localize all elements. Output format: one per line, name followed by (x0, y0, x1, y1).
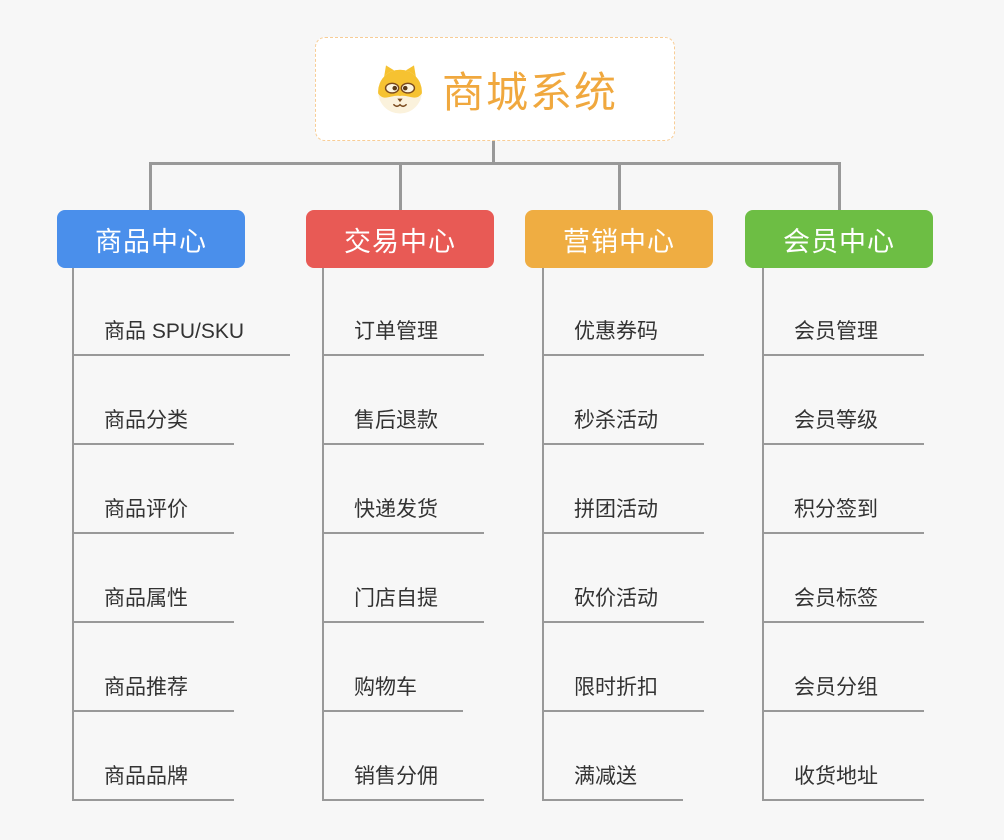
sub-item[interactable]: 销售分佣 (322, 765, 484, 801)
connector-stub-trade (399, 162, 402, 210)
root-node[interactable]: 商城系统 (315, 37, 675, 141)
connector-stub-product (149, 162, 152, 210)
sub-item[interactable]: 秒杀活动 (542, 409, 704, 445)
branch-spine (542, 268, 544, 801)
sub-item[interactable]: 商品评价 (72, 498, 234, 534)
sub-item[interactable]: 商品分类 (72, 409, 234, 445)
connector-stub-marketing (618, 162, 621, 210)
sub-item[interactable]: 会员管理 (762, 320, 924, 356)
sub-item[interactable]: 商品属性 (72, 587, 234, 623)
sub-item[interactable]: 会员分组 (762, 676, 924, 712)
sub-item[interactable]: 积分签到 (762, 498, 924, 534)
branch-spine (762, 268, 764, 801)
sub-item[interactable]: 订单管理 (322, 320, 484, 356)
branch-box-marketing-center[interactable]: 营销中心 (525, 210, 713, 268)
sub-item[interactable]: 会员等级 (762, 409, 924, 445)
root-title: 商城系统 (441, 68, 618, 116)
branch-box-member-center[interactable]: 会员中心 (745, 210, 933, 268)
sub-item[interactable]: 门店自提 (322, 587, 484, 623)
branch-spine (72, 268, 74, 801)
connector-stem (492, 141, 495, 163)
sub-item[interactable]: 拼团活动 (542, 498, 704, 534)
sub-item[interactable]: 优惠券码 (542, 320, 704, 356)
sub-item[interactable]: 满减送 (542, 765, 683, 801)
sub-item[interactable]: 收货地址 (762, 765, 924, 801)
sub-item[interactable]: 购物车 (322, 676, 463, 712)
connector-stub-member (838, 162, 841, 210)
sub-item[interactable]: 商品品牌 (72, 765, 234, 801)
branch-box-product-center[interactable]: 商品中心 (57, 210, 245, 268)
sub-item[interactable]: 砍价活动 (542, 587, 704, 623)
sub-item[interactable]: 快递发货 (322, 498, 484, 534)
branch-spine (322, 268, 324, 801)
sub-item[interactable]: 限时折扣 (542, 676, 704, 712)
sub-item[interactable]: 会员标签 (762, 587, 924, 623)
sub-item[interactable]: 商品 SPU/SKU (72, 320, 291, 356)
connector-horizontal-bar (149, 162, 841, 165)
sub-item[interactable]: 售后退款 (322, 409, 484, 445)
shiba-dog-icon (378, 65, 422, 114)
sub-item[interactable]: 商品推荐 (72, 676, 234, 712)
branch-box-trade-center[interactable]: 交易中心 (306, 210, 494, 268)
